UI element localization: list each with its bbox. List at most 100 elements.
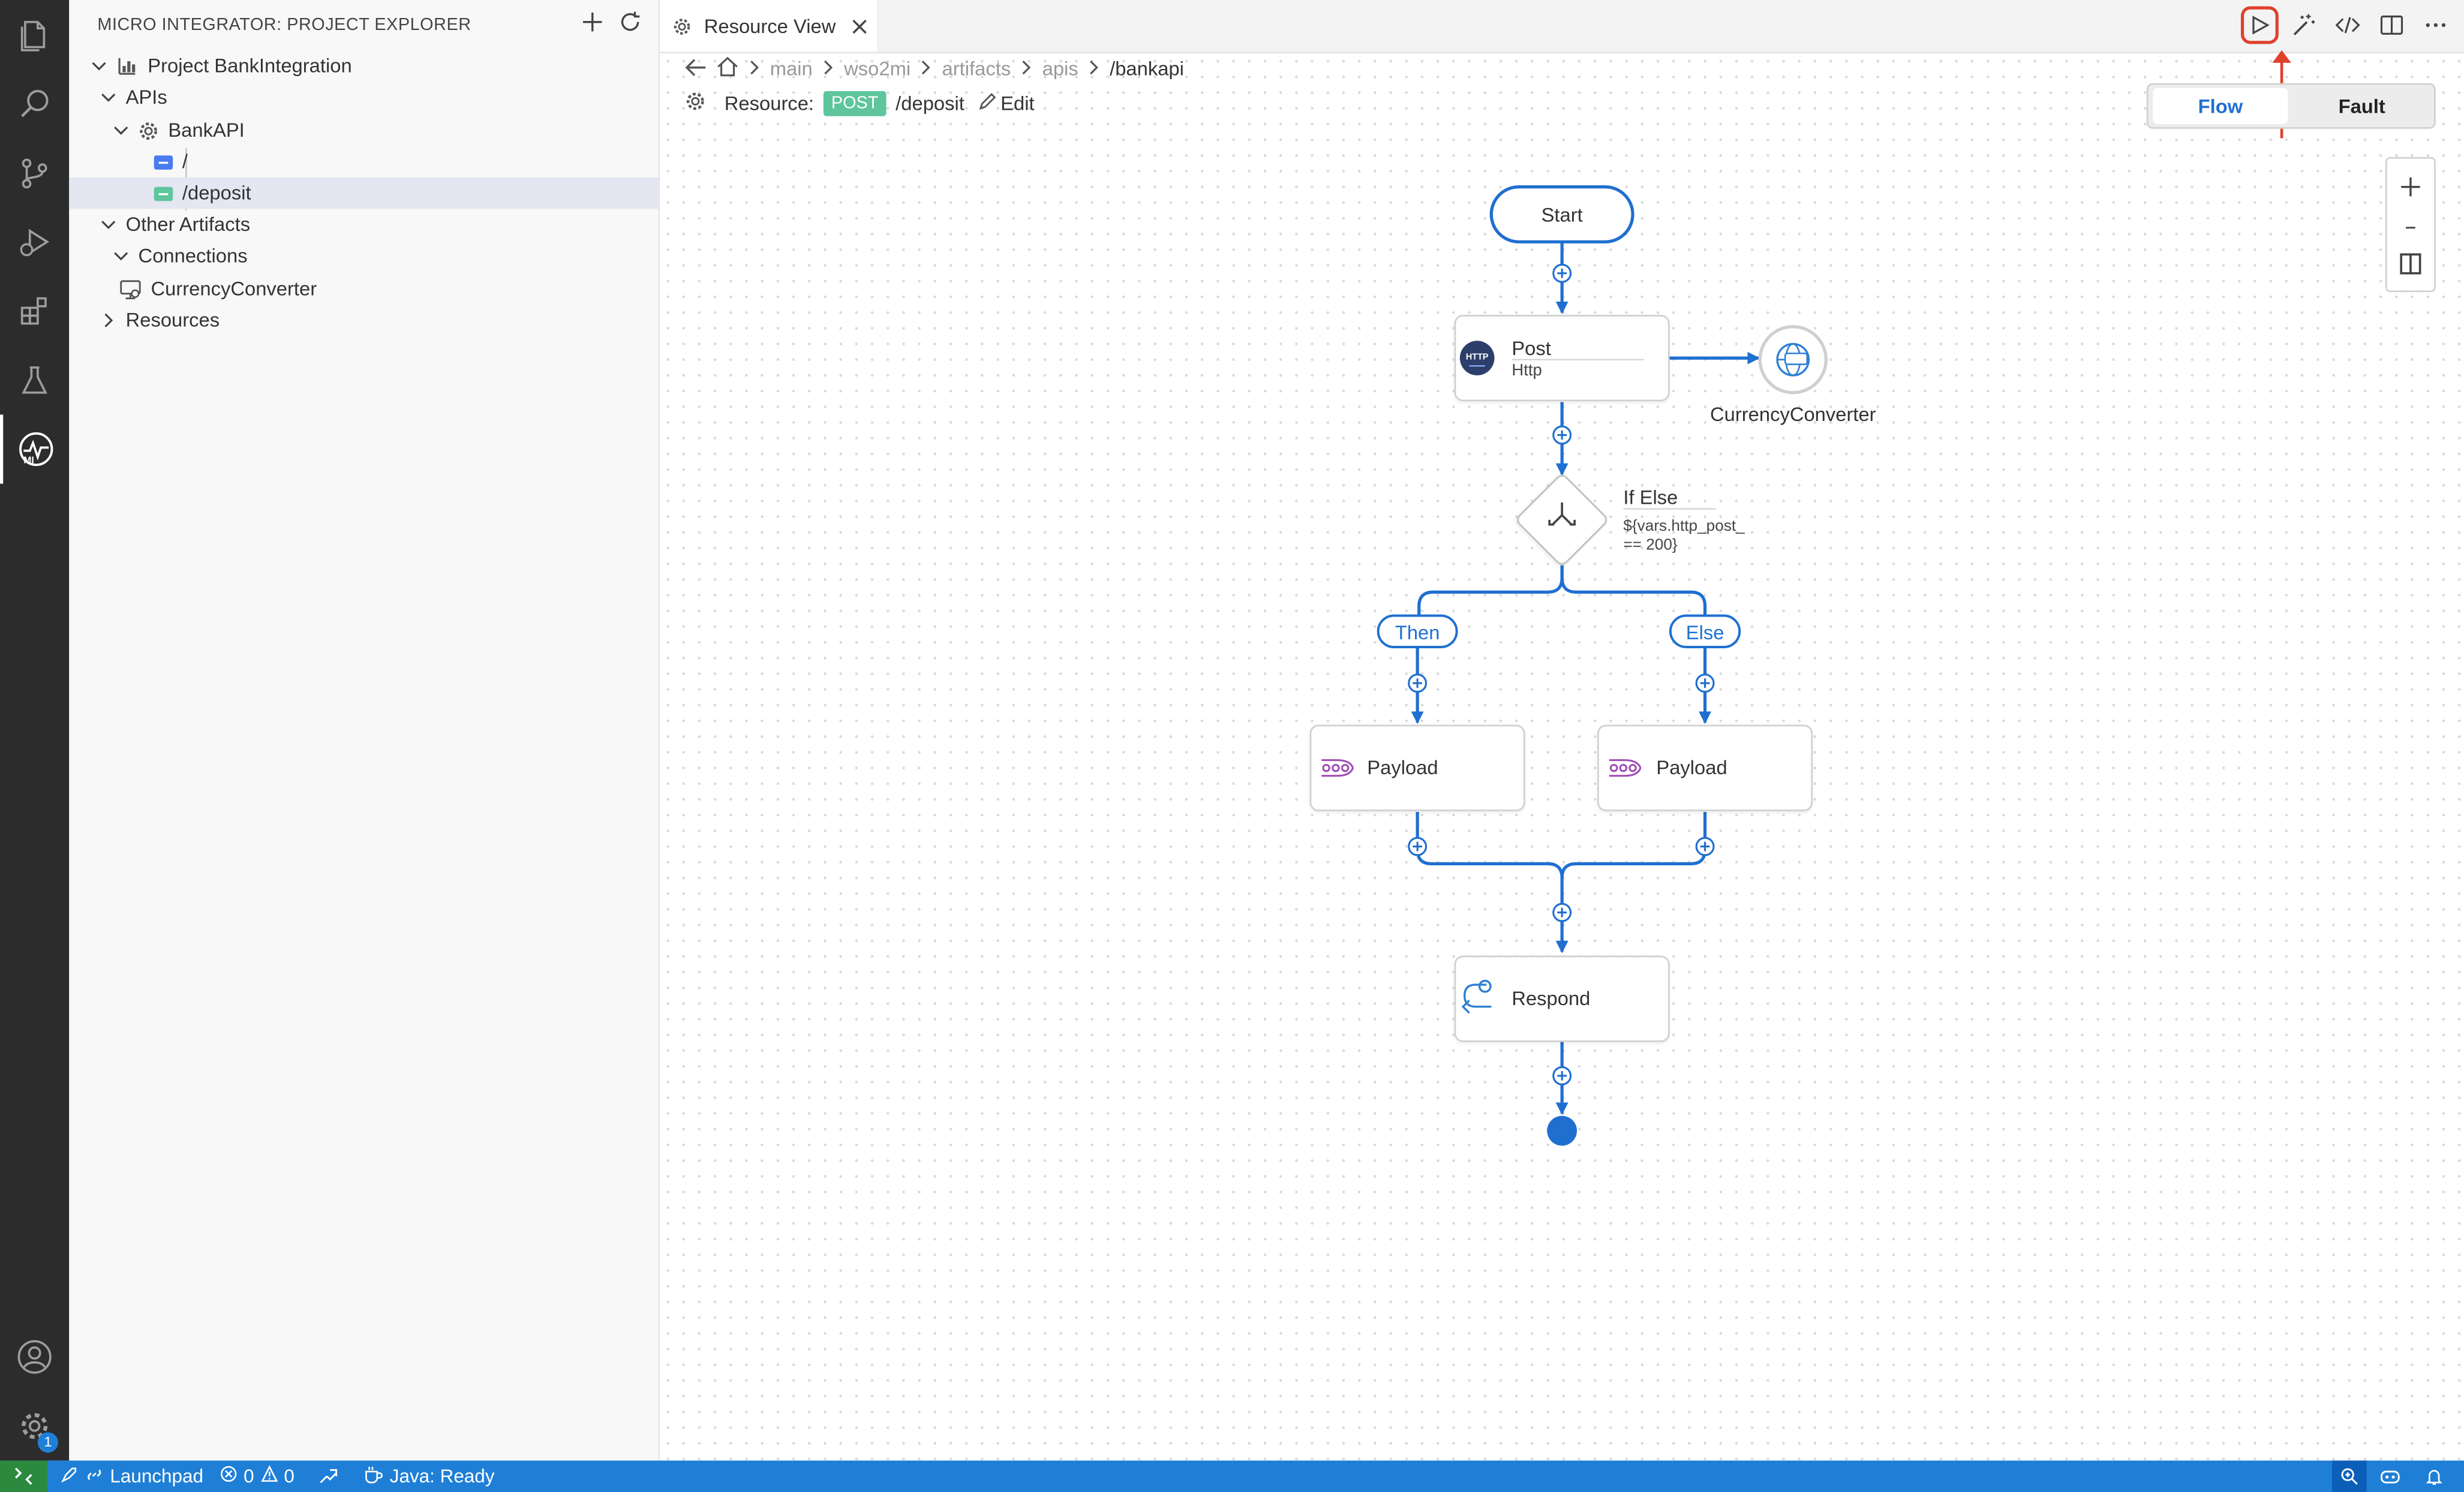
add-node-button[interactable]: [1552, 263, 1572, 283]
respond-label: Respond: [1512, 987, 1590, 1009]
add-node-button[interactable]: [1552, 903, 1572, 922]
refresh-icon[interactable]: [618, 10, 643, 40]
add-node-button[interactable]: [1552, 425, 1572, 445]
tree-resources[interactable]: Resources: [69, 305, 658, 336]
source-control-icon[interactable]: [0, 138, 69, 207]
resource-header: Resource: POST /deposit Edit: [685, 91, 1035, 116]
respond-node[interactable]: Respond: [1454, 955, 1670, 1042]
tree-bank-api[interactable]: BankAPI: [69, 115, 658, 146]
status-bar: Launchpad 0 0 Java: Ready: [0, 1460, 2464, 1492]
add-node-button[interactable]: [1695, 837, 1715, 856]
coffee-cup-icon: [363, 1464, 383, 1488]
tree-resource-deposit[interactable]: /deposit: [69, 177, 659, 209]
svg-text:Else: Else: [1686, 621, 1724, 643]
start-label: Start: [1541, 203, 1583, 225]
breadcrumb-sep-icon: [920, 58, 933, 80]
chevron-down-icon: [97, 86, 119, 109]
settings-badge: 1: [37, 1432, 58, 1453]
add-node-button[interactable]: [1695, 673, 1715, 693]
home-icon[interactable]: [717, 56, 739, 82]
split-editor-icon[interactable]: [2373, 6, 2411, 44]
tree-label: /deposit: [182, 182, 251, 204]
payload-node-then[interactable]: Payload: [1309, 724, 1525, 811]
zoom-out-icon[interactable]: [2387, 206, 2435, 249]
run-button[interactable]: [2240, 6, 2279, 44]
globe-endpoint-icon: [1776, 342, 1810, 377]
respond-icon: [1461, 979, 1492, 1014]
add-icon[interactable]: [580, 10, 605, 40]
account-icon[interactable]: [0, 1322, 69, 1391]
flow-tab[interactable]: Flow: [2153, 88, 2288, 124]
else-branch-label[interactable]: Else: [1669, 614, 1741, 648]
micro-integrator-icon[interactable]: MI: [0, 414, 69, 484]
run-debug-icon[interactable]: [0, 207, 69, 276]
post-title: Post: [1512, 337, 1551, 359]
fit-screen-icon[interactable]: [2387, 242, 2435, 285]
diagram-canvas[interactable]: [660, 53, 2464, 1461]
tree-connections[interactable]: Connections: [69, 240, 658, 272]
tab-resource-view[interactable]: Resource View: [660, 0, 877, 52]
more-actions-icon[interactable]: [2417, 6, 2454, 44]
add-node-button[interactable]: [1408, 837, 1428, 856]
tree-project[interactable]: Project BankIntegration: [69, 50, 658, 82]
notifications-bell-icon[interactable]: [2425, 1461, 2444, 1492]
tree-label: /: [182, 151, 188, 173]
resource-label: Resource:: [724, 92, 815, 115]
tree-resource-root[interactable]: /: [69, 146, 658, 178]
resource-gear-icon: [672, 16, 691, 35]
if-else-node[interactable]: If Else ${vars.http_post_ == 200}: [1515, 473, 1745, 567]
method-badge: POST: [823, 91, 887, 116]
zoom-status-icon[interactable]: [2331, 1460, 2367, 1492]
breadcrumb-item[interactable]: artifacts: [942, 58, 1011, 80]
magic-wand-icon[interactable]: [2285, 6, 2322, 44]
tree-apis[interactable]: APIs: [69, 82, 658, 113]
svg-text:HTTP: HTTP: [1466, 353, 1489, 362]
zoom-in-icon[interactable]: [2387, 165, 2435, 209]
copilot-icon[interactable]: [2379, 1461, 2402, 1492]
explorer-icon[interactable]: [0, 0, 69, 69]
end-node[interactable]: [1547, 1115, 1577, 1146]
breadcrumb-item[interactable]: apis: [1042, 58, 1078, 80]
payload-label: Payload: [1367, 756, 1438, 778]
editor-area: Resource View main wso2mi: [660, 0, 2464, 1461]
tree-label: Project BankIntegration: [148, 55, 352, 77]
breadcrumb-item[interactable]: wso2mi: [844, 58, 911, 80]
search-icon[interactable]: [0, 69, 69, 138]
breadcrumb-item[interactable]: main: [770, 58, 813, 80]
payload-node-else[interactable]: Payload: [1597, 724, 1813, 811]
problems-item[interactable]: 0 0: [220, 1461, 295, 1492]
add-node-button[interactable]: [1552, 1066, 1572, 1085]
launchpad-item[interactable]: Launchpad: [60, 1461, 203, 1492]
close-icon[interactable]: [852, 18, 867, 34]
tree-currency-converter[interactable]: CurrencyConverter: [69, 273, 658, 305]
tree-label: Other Artifacts: [125, 213, 251, 236]
launchpad-label: Launchpad: [110, 1465, 203, 1488]
edit-button[interactable]: Edit: [977, 92, 1035, 115]
svg-text:Then: Then: [1395, 621, 1440, 643]
back-arrow-icon[interactable]: [685, 58, 707, 81]
currency-converter-connection[interactable]: CurrencyConverter: [1710, 325, 1876, 425]
fault-tab[interactable]: Fault: [2338, 95, 2385, 118]
post-subtitle: Http: [1512, 360, 1541, 379]
testing-flask-icon[interactable]: [0, 345, 69, 414]
then-branch-label[interactable]: Then: [1377, 614, 1458, 648]
tree-label: BankAPI: [168, 119, 245, 142]
add-node-button[interactable]: [1408, 673, 1428, 693]
java-status-item[interactable]: Java: Ready: [363, 1461, 494, 1492]
activity-bar: MI 1: [0, 0, 70, 1461]
ports-icon[interactable]: [317, 1461, 338, 1492]
start-node[interactable]: Start: [1489, 185, 1634, 243]
manage-gear-icon[interactable]: 1: [0, 1391, 69, 1460]
remote-indicator-icon[interactable]: [0, 1460, 47, 1492]
post-http-node[interactable]: HTTP Post Http: [1454, 315, 1670, 402]
project-icon: [116, 55, 139, 77]
link-icon: [85, 1464, 103, 1488]
extensions-icon[interactable]: [0, 276, 69, 345]
connection-icon: [119, 279, 142, 299]
connection-label: CurrencyConverter: [1710, 403, 1876, 425]
zoom-controls: [2385, 157, 2436, 293]
tree-other-artifacts[interactable]: Other Artifacts: [69, 209, 658, 240]
code-view-icon[interactable]: [2329, 6, 2367, 44]
explorer-title: MICRO INTEGRATOR: PROJECT EXPLORER: [97, 16, 471, 35]
